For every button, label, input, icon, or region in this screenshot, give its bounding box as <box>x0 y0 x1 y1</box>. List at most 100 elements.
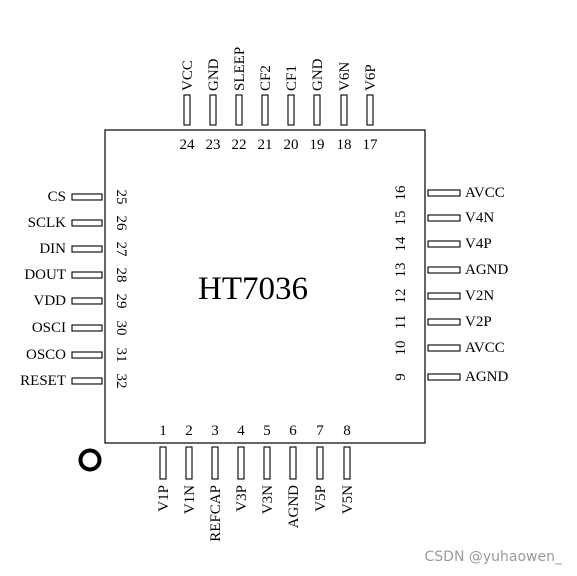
chip-name: HT7036 <box>198 271 308 307</box>
pin-19-stub <box>313 94 321 126</box>
pin-20-number: 20 <box>284 137 299 153</box>
pin-23-stub <box>209 94 217 126</box>
pin-29-label: VDD <box>34 293 67 309</box>
pin-12-stub <box>427 292 461 300</box>
pin-19-number: 19 <box>310 137 325 153</box>
pin-23-number: 23 <box>206 137 221 153</box>
pin-5-stub <box>263 446 271 480</box>
pin-22-number: 22 <box>232 137 247 153</box>
pin-13-number: 13 <box>393 263 409 278</box>
pin-7-stub <box>316 446 324 480</box>
pin-3-number: 3 <box>211 423 219 439</box>
pin-22-stub <box>235 94 243 126</box>
pin-32-number: 32 <box>113 374 129 389</box>
pin-18-label: V6N <box>337 62 353 91</box>
pin-11-stub <box>427 318 461 326</box>
pin-27-number: 27 <box>113 242 129 258</box>
pin-13-label: AGND <box>465 262 508 278</box>
pin-21-label: CF2 <box>258 65 274 91</box>
pin-28-label: DOUT <box>24 267 66 283</box>
pin-3-stub <box>211 446 219 480</box>
pin-16-stub <box>427 189 461 197</box>
pin-2-stub <box>185 446 193 480</box>
pin-7-label: V5P <box>313 485 329 512</box>
pin-20-label: CF1 <box>284 65 300 91</box>
pin-10-stub <box>427 344 461 352</box>
pin-3-label: REFCAP <box>208 485 224 542</box>
pin-4-label: V3P <box>234 485 250 512</box>
pin-15-label: V4N <box>465 210 494 226</box>
pin-14-stub <box>427 240 461 248</box>
pin-23-label: GND <box>206 58 222 91</box>
pin-11-label: V2P <box>465 314 492 330</box>
pin-6-label: AGND <box>286 485 302 528</box>
pin-24-number: 24 <box>180 137 196 153</box>
pin-9-label: AGND <box>465 369 508 385</box>
pin-16-number: 16 <box>393 185 409 201</box>
watermark: CSDN @yuhaowen_ <box>425 549 563 565</box>
pin-18-stub <box>340 94 348 126</box>
pin-12-number: 12 <box>393 289 409 304</box>
pin-9-number: 9 <box>393 373 409 381</box>
pin-21-stub <box>261 94 269 126</box>
pin-29-stub <box>71 297 103 305</box>
pin-14-label: V4P <box>465 236 492 252</box>
pin-24-label: VCC <box>180 60 196 91</box>
pin-30-label: OSCI <box>32 320 66 336</box>
pin-17-number: 17 <box>363 137 379 153</box>
pin-26-stub <box>71 219 103 227</box>
pin-4-stub <box>237 446 245 480</box>
pin-1-number: 1 <box>159 423 167 439</box>
pin-25-stub <box>71 193 103 201</box>
pin-30-number: 30 <box>113 321 129 336</box>
pin-24-stub <box>183 94 191 126</box>
pin-18-number: 18 <box>337 137 352 153</box>
pin-13-stub <box>427 266 461 274</box>
pin-11-number: 11 <box>393 315 409 329</box>
pin-27-label: DIN <box>39 241 66 257</box>
pin-31-stub <box>71 351 103 359</box>
chip-body <box>104 129 426 444</box>
pin-28-number: 28 <box>113 268 129 283</box>
pin-27-stub <box>71 245 103 253</box>
pin-8-label: V5N <box>340 485 356 514</box>
pin-1-label: V1P <box>156 485 172 512</box>
pin-21-number: 21 <box>258 137 273 153</box>
pin-31-number: 31 <box>113 348 129 363</box>
pin-17-stub <box>366 94 374 126</box>
pin-1-stub <box>159 446 167 480</box>
pin-16-label: AVCC <box>465 185 505 201</box>
pin-7-number: 7 <box>316 423 324 439</box>
pin-26-label: SCLK <box>28 215 67 231</box>
pin-25-number: 25 <box>113 190 129 205</box>
pin-6-number: 6 <box>289 423 297 439</box>
pin-15-number: 15 <box>393 211 409 226</box>
pin-26-number: 26 <box>113 216 129 232</box>
pin-20-stub <box>287 94 295 126</box>
pin-30-stub <box>71 324 103 332</box>
pin-28-stub <box>71 271 103 279</box>
pin-6-stub <box>289 446 297 480</box>
pin-5-label: V3N <box>260 485 276 514</box>
top-pin-row: 24VCC23GND22SLEEP21CF220CF119GND18V6N17V… <box>180 47 380 153</box>
pin-12-label: V2N <box>465 288 494 304</box>
pin-4-number: 4 <box>237 423 245 439</box>
pin-8-number: 8 <box>343 423 351 439</box>
pin-8-stub <box>343 446 351 480</box>
pin-2-number: 2 <box>185 423 193 439</box>
pin-9-stub <box>427 373 461 381</box>
pin-15-stub <box>427 214 461 222</box>
pin-22-label: SLEEP <box>232 47 248 91</box>
right-pin-row: AVCC16V4N15V4P14AGND13V2N12V2P11AVCC10AG… <box>393 185 508 385</box>
pin-17-label: V6P <box>363 64 379 91</box>
pin-2-label: V1N <box>182 485 198 514</box>
pin-5-number: 5 <box>263 423 271 439</box>
pin-25-label: CS <box>48 189 66 205</box>
pin-31-label: OSCO <box>26 347 66 363</box>
pin-14-number: 14 <box>393 236 409 252</box>
pin-10-number: 10 <box>393 341 409 356</box>
pin-10-label: AVCC <box>465 340 505 356</box>
